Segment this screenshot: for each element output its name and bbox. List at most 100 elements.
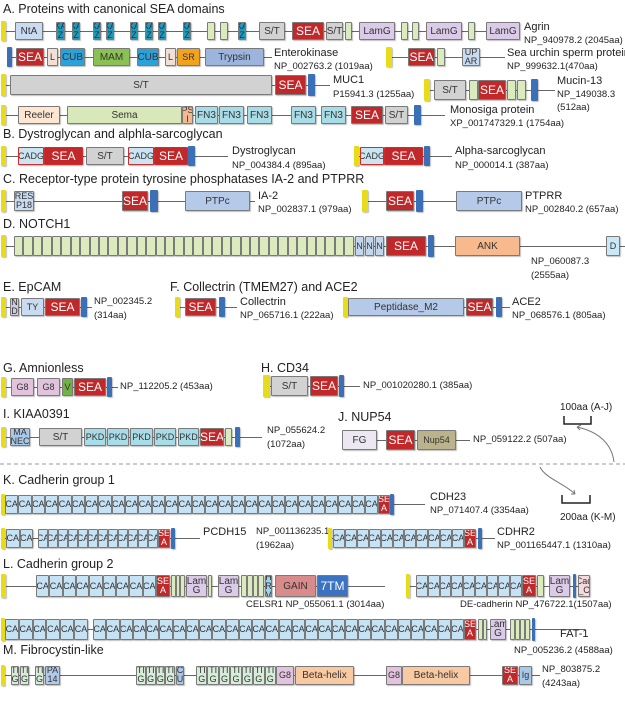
protein-name-label: Alpha-sarcoglycan: [455, 145, 546, 157]
protein-name-label: ACE2: [512, 296, 541, 308]
domain-egf: [278, 236, 288, 256]
domain-fn3: FN3: [321, 106, 346, 124]
transmembrane-segment: [390, 493, 394, 515]
domain-v: V: [62, 378, 73, 396]
protein-name-label: IA-2: [258, 190, 279, 202]
domain-egf: [23, 236, 33, 256]
domain-sea: SE A: [156, 575, 170, 597]
domain-egf: [208, 575, 212, 597]
domain-ca: CA: [384, 618, 398, 640]
domain-kaz: KA Z: [183, 22, 191, 40]
domain-sea: SEA: [292, 22, 324, 40]
domain-egf: [220, 22, 228, 40]
domain-ca: CA: [5, 494, 19, 514]
domain-ca: CA: [138, 494, 152, 514]
domain-ca: CA: [258, 494, 272, 514]
domain-ca: CA: [331, 618, 345, 640]
transmembrane-segment: [81, 297, 87, 317]
domain-egf: [240, 236, 250, 256]
domain-ca: CA: [204, 494, 219, 514]
domain-ca: CA: [31, 494, 45, 514]
domain-tig: TI G: [264, 665, 276, 685]
signal-peptide: [1, 574, 6, 598]
protein-accession-label: (314aa): [94, 310, 127, 321]
domain-egf: [468, 22, 475, 40]
domain-ca: CA: [128, 528, 138, 548]
domain-group-egf: [171, 575, 186, 597]
domain-sea: SEA: [45, 298, 80, 316]
protein-name-label: PCDH15: [203, 526, 247, 538]
protein-name-label: Mucin-13: [557, 75, 603, 87]
protein-name-label: NP_001020280.1 (385aa): [363, 380, 473, 391]
domain-egf: [241, 575, 247, 597]
protein-name-label: NP_055624.2: [267, 425, 326, 436]
signal-peptide: [1, 74, 6, 96]
domain-egf: [212, 236, 222, 256]
domain-st: S/T: [326, 22, 343, 40]
protein-accession-label: NP_002837.1 (979aa): [258, 204, 352, 215]
domain-sea: SEA: [386, 191, 414, 211]
domain-ca: CA: [380, 528, 393, 548]
domain-lamg: Lam G: [218, 575, 239, 597]
protein-name-label: DE-cadherin NP_476722.1(1507aa): [460, 599, 612, 610]
transmembrane-segment: [428, 235, 434, 257]
protein-name-label: PTPRR: [525, 190, 563, 202]
domain-ca: CA: [148, 528, 158, 548]
domain-ca: CA: [185, 618, 199, 640]
domain-ca: CA: [38, 528, 48, 548]
domain-ca: CA: [132, 618, 146, 640]
protein-accession-label: P15941.3 (1255aa): [333, 89, 415, 100]
domain-ca: CA: [225, 618, 239, 640]
domain-egf: [207, 22, 215, 40]
transmembrane-segment: [219, 297, 225, 317]
domain-sea: SEA: [275, 75, 306, 95]
domain-egf: [42, 236, 52, 256]
domain-cadg: CADG: [128, 147, 154, 165]
signal-peptide: [1, 493, 5, 515]
protein-accession-label: (512aa): [557, 102, 590, 113]
domain-ca: CA: [88, 528, 98, 548]
domain-egf: [252, 575, 259, 597]
domain-egf: [507, 80, 516, 100]
domain-egf: [80, 236, 90, 256]
domain-egf: [136, 236, 147, 256]
domain-fn3: FN3: [247, 106, 272, 124]
domain-ca: CA: [324, 494, 339, 514]
domain-ca: CA: [451, 575, 464, 597]
protein-name-label: CDH23: [430, 491, 467, 503]
domain-ca: CA: [416, 575, 428, 597]
domain-ptpc: PTPc: [456, 191, 522, 211]
signal-peptide: [175, 297, 180, 317]
domain-ig: Ig: [519, 665, 532, 685]
domain-egf: [70, 236, 81, 256]
protein-backbone: [388, 57, 505, 58]
domain-egf: [155, 236, 165, 256]
domain-egf: [537, 575, 544, 597]
domain-cadg: CADG: [18, 147, 44, 165]
domain-st: S/T: [385, 106, 408, 124]
domain-ca: CA: [108, 528, 118, 548]
domain-ca: CA: [18, 618, 33, 640]
domain-ca: CA: [60, 618, 75, 640]
domain-egf: [225, 428, 232, 446]
domain-kaz: KA Z: [145, 22, 153, 40]
domain-trypsin: Trypsin: [205, 48, 264, 66]
domain-egf: [146, 236, 156, 256]
domain-ca: CA: [19, 528, 33, 548]
domain-kaz: KA Z: [93, 22, 101, 40]
domain-ca: CA: [218, 494, 232, 514]
protein-accession-label: NP_999632.1(470aa): [507, 61, 598, 72]
domain-ca: CA: [392, 528, 405, 548]
domain-psi: PS I: [182, 106, 193, 124]
domain-ca: CA: [62, 575, 76, 597]
domain-tig: TI G: [253, 665, 265, 685]
signal-peptide: [406, 574, 410, 598]
domain-ca: CA: [498, 575, 511, 597]
domain-ca: CA: [486, 575, 499, 597]
domain-ca: CA: [252, 618, 266, 640]
domain-egf: [14, 236, 24, 256]
transmembrane-segment: [171, 527, 175, 549]
domain-ca: CA: [199, 618, 213, 640]
